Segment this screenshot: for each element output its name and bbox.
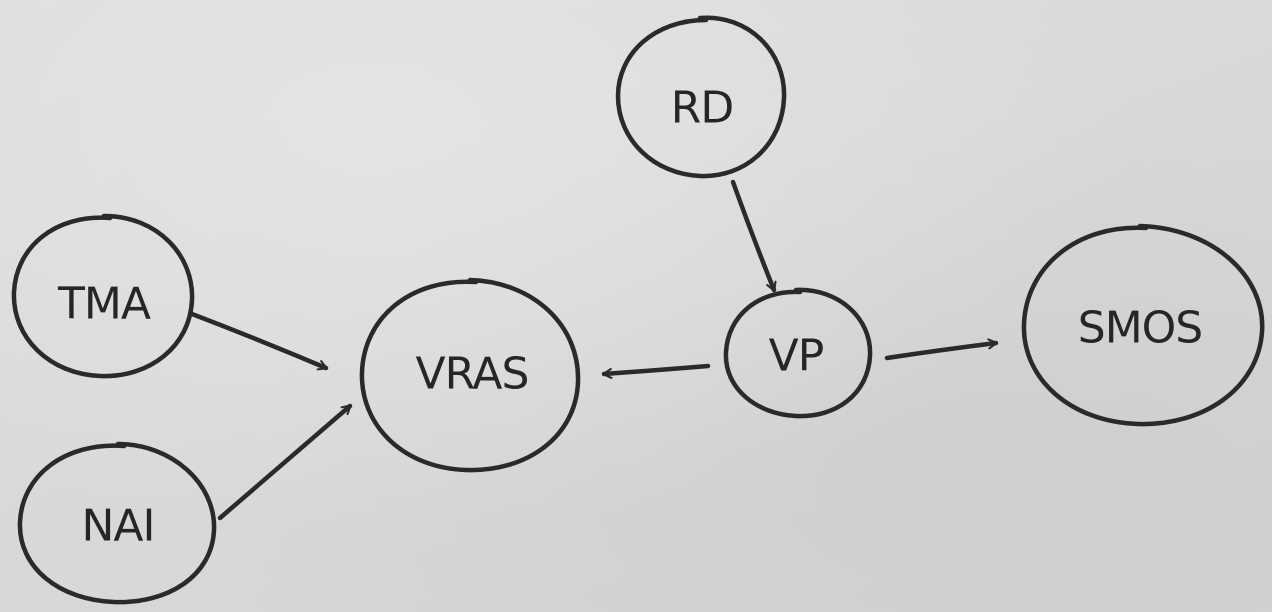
node-rd-circle [615, 15, 787, 179]
node-smos[interactable]: SMOS [1021, 223, 1265, 427]
node-nai-label: NAI [82, 501, 155, 552]
node-smos-circle [1021, 223, 1265, 427]
edge-tma-to-vras[interactable] [189, 311, 329, 371]
edges-group [189, 179, 999, 521]
node-vras[interactable]: VRAS [359, 277, 581, 473]
node-nai[interactable]: NAI [17, 441, 217, 605]
node-rd[interactable]: RD [615, 15, 787, 179]
node-nai-circle [17, 441, 217, 605]
node-smos-label: SMOS [1078, 303, 1202, 354]
node-vp-label: VP [769, 331, 824, 382]
edge-vp-to-smos[interactable] [884, 338, 999, 361]
edge-nai-to-vras[interactable] [217, 403, 353, 521]
node-vras-circle [359, 277, 581, 473]
node-vp-circle [723, 287, 873, 419]
node-tma-label: TMA [57, 279, 151, 330]
edge-rd-to-vp[interactable] [730, 179, 777, 293]
node-rd-label: RD [671, 83, 733, 134]
node-vp[interactable]: VP [723, 287, 873, 419]
edge-vp-to-vras[interactable] [601, 363, 711, 379]
node-tma[interactable]: TMA [11, 213, 195, 379]
node-vras-label: VRAS [416, 349, 529, 400]
node-tma-circle [11, 213, 195, 379]
